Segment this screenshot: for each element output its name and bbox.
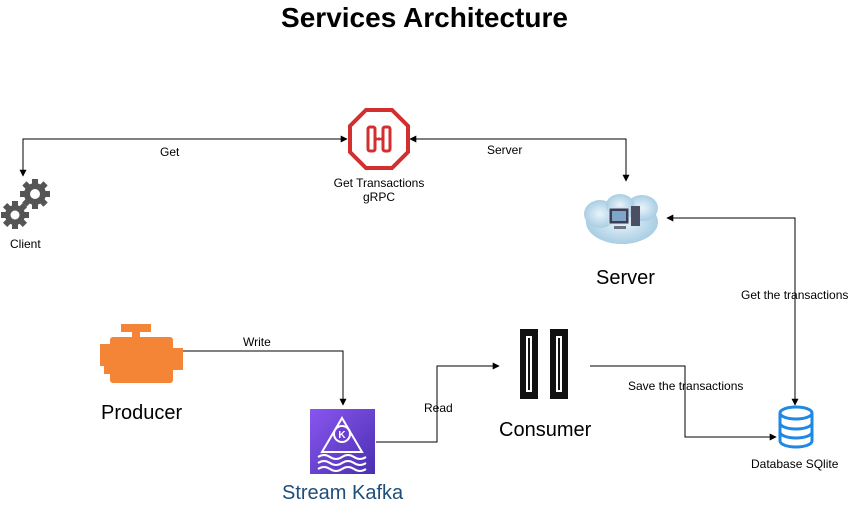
edge-label-save: Save the transactions [628, 379, 744, 393]
edge-get-transactions [666, 214, 799, 406]
diagram-title: Services Architecture [281, 2, 568, 33]
edge-label-get: Get [160, 145, 180, 159]
edge-write [183, 350, 347, 406]
kafka-icon: K [310, 409, 375, 474]
database-icon [778, 405, 814, 449]
server-label: Server [596, 267, 655, 289]
client-label: Client [10, 237, 41, 251]
grpc-endpoint-icon [348, 108, 410, 170]
grpc-label-line2: gRPC [362, 190, 395, 204]
database-label: Database SQlite [751, 457, 839, 471]
edge-save [590, 365, 777, 441]
consumer-label: Consumer [499, 419, 592, 441]
edge-label-server: Server [487, 143, 523, 157]
gears-icon [1, 179, 50, 229]
edge-label-write: Write [243, 335, 271, 349]
edge-get [19, 135, 348, 177]
edge-read [376, 362, 500, 443]
edge-label-read: Read [424, 401, 453, 415]
grpc-label-line1: Get Transactions [333, 176, 425, 190]
producer-label: Producer [101, 402, 183, 424]
kafka-label: Stream Kafka [282, 482, 404, 504]
kafka-badge-letter: K [338, 430, 346, 441]
server-rack-icon [520, 329, 568, 399]
edge-server [409, 135, 630, 182]
edge-label-get-transactions: Get the transactions [741, 288, 849, 302]
grpc-label: Get Transactions gRPC [319, 176, 439, 204]
server-cloud-icon [584, 194, 658, 244]
engine-icon [100, 324, 183, 383]
